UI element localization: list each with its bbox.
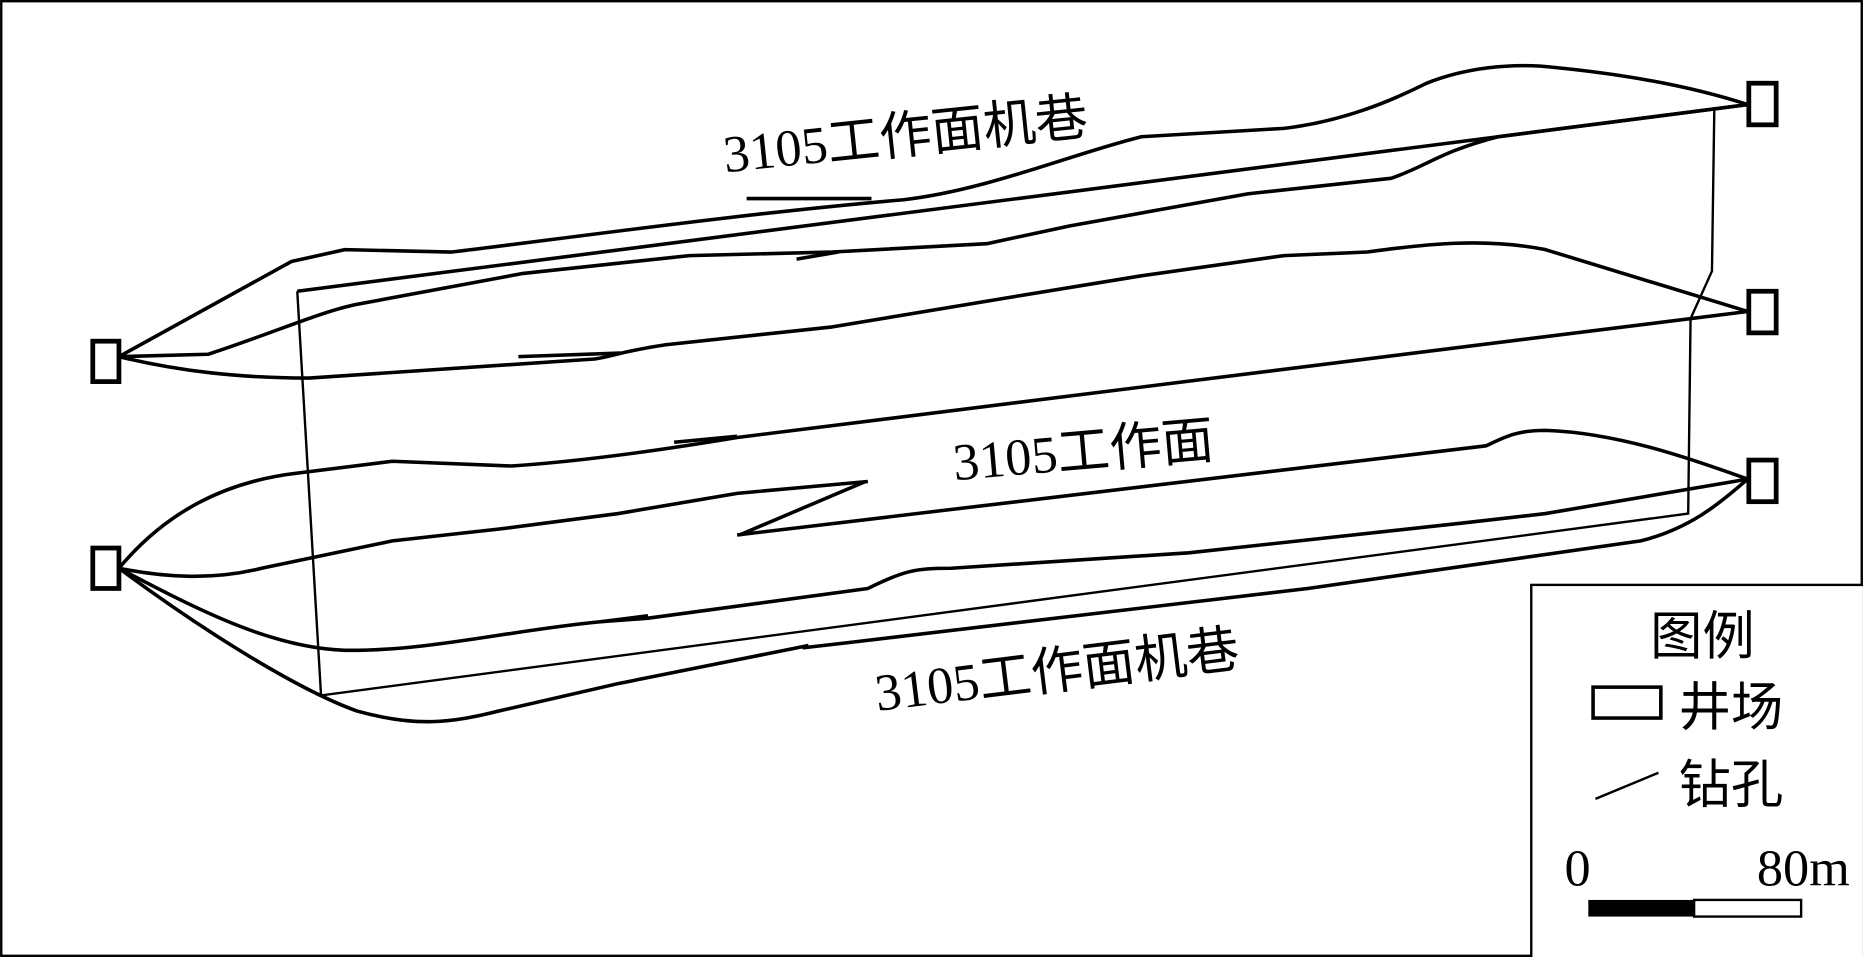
legend-borehole-label: 钻孔 bbox=[1679, 756, 1784, 814]
borehole bbox=[518, 351, 621, 359]
legend-title: 图例 bbox=[1650, 608, 1755, 666]
borehole-trajectory bbox=[118, 102, 1748, 359]
scale-end-label: 80m bbox=[1757, 840, 1850, 898]
borehole bbox=[600, 614, 649, 624]
legend: 图例 井场 钻孔 0 80m bbox=[1530, 583, 1863, 957]
well-site-icon bbox=[90, 338, 122, 384]
borehole-trajectory bbox=[117, 309, 1748, 570]
well-site-legend-icon bbox=[1591, 685, 1663, 720]
bottom-boundary-line bbox=[853, 477, 1749, 644]
borehole-trajectory bbox=[736, 428, 1749, 537]
borehole-trajectory bbox=[118, 479, 869, 579]
borehole bbox=[796, 250, 839, 261]
borehole bbox=[738, 479, 867, 537]
legend-well-site-label: 井场 bbox=[1679, 679, 1784, 737]
well-site-icon bbox=[1746, 80, 1779, 128]
borehole-trajectory bbox=[118, 241, 1749, 380]
scale-start-label: 0 bbox=[1565, 840, 1591, 898]
well-site-icon bbox=[1746, 457, 1779, 505]
borehole-trajectory bbox=[117, 566, 809, 724]
borehole-trajectory bbox=[118, 63, 1749, 359]
borehole bbox=[673, 434, 738, 445]
legend-box bbox=[1530, 583, 1863, 957]
scale-bar-black bbox=[1588, 899, 1695, 917]
working-face-boundary bbox=[296, 106, 1716, 697]
borehole bbox=[802, 640, 854, 650]
well-site-icon bbox=[1746, 288, 1779, 336]
borehole-trajectory bbox=[118, 477, 1748, 653]
scale-bar-white bbox=[1692, 898, 1803, 918]
well-site-icon bbox=[90, 545, 122, 591]
borehole-legend-icon bbox=[1595, 771, 1659, 800]
